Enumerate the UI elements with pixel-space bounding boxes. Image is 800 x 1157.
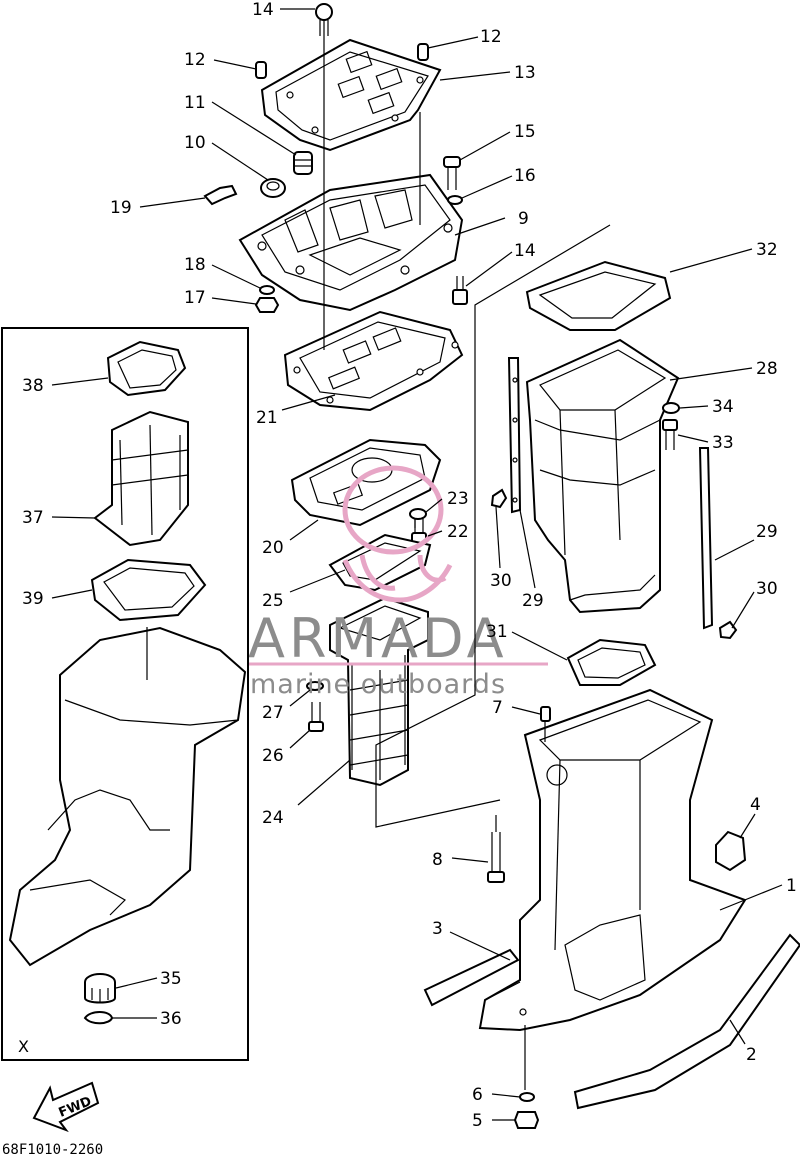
callout-19: 19 [110,198,132,218]
callout-27: 27 [262,703,284,723]
callout-8: 8 [432,850,443,870]
lower-casing-inset [8,626,247,967]
plate-2 [573,933,800,1110]
callout-labels: 14 12 12 13 11 15 10 16 19 9 14 32 18 17… [22,0,797,1131]
washer-16 [447,195,463,205]
callout-12-left: 12 [184,50,206,70]
callout-34: 34 [712,397,734,417]
callout-21: 21 [256,408,278,428]
assembly-center-lines [146,36,611,1090]
callout-35: 35 [160,969,182,989]
callout-2: 2 [746,1045,757,1065]
callout-36: 36 [160,1009,182,1029]
washer-27 [306,681,324,691]
callout-26: 26 [262,746,284,766]
gasket-21 [283,310,464,412]
watermark-brand: ARMADA [248,607,508,670]
grommet-10 [260,178,286,198]
rubber-seal-29-left [507,357,522,514]
upper-casing-28 [525,338,680,614]
watermark-tagline: marine outboards [250,669,506,700]
hose-nipple-11 [293,151,313,175]
clip-36 [83,1011,114,1025]
bolt-15 [443,156,461,190]
callout-33: 33 [712,433,734,453]
seal-38 [106,340,187,397]
callout-30-left: 30 [490,571,512,591]
exhaust-pipe-37 [93,410,189,547]
callout-15: 15 [514,122,536,142]
callout-12-right: 12 [480,27,502,47]
callout-14-mid: 14 [514,241,536,261]
callout-30-right: 30 [756,579,778,599]
callout-13: 13 [514,63,536,83]
upper-mount-bracket-9 [238,173,464,312]
bolt-26 [308,702,324,732]
callout-31: 31 [486,622,508,642]
elbow-fitting-19 [203,184,238,206]
callout-7: 7 [492,698,503,718]
nut-30-right [718,620,738,640]
bolt-8 [487,832,505,883]
callout-6: 6 [472,1085,483,1105]
callout-16: 16 [514,166,536,186]
washer-23 [409,508,427,520]
leader-lines [51,8,783,1121]
fwd-arrow: FWD [32,1081,100,1133]
seal-39 [90,558,207,622]
watermark: ARMADA marine outboards [248,465,548,700]
rubber-seal-29-right [698,447,714,630]
callout-29-right: 29 [756,522,778,542]
callout-11: 11 [184,93,206,113]
callout-14-top: 14 [252,0,274,20]
dowel-12-right [417,43,429,61]
bolt-14-top [315,3,333,36]
dowel-7 [540,706,551,722]
watermark-octopus-logo [342,465,453,603]
nut-30-left [490,488,508,509]
lower-casing-1 [478,688,747,1032]
muffler-24 [329,596,429,787]
washer-18 [259,285,275,295]
callout-18: 18 [184,255,206,275]
gasket-32 [525,260,672,331]
diagram-code: 68F1010-2260 [2,1142,103,1157]
callout-37: 37 [22,508,44,528]
callout-28: 28 [756,359,778,379]
grommet-4 [715,830,747,872]
seal-31 [566,638,657,686]
callout-25: 25 [262,591,284,611]
callout-20: 20 [262,538,284,558]
callout-32: 32 [756,240,778,260]
callout-24: 24 [262,808,284,828]
washer-6 [519,1092,535,1102]
callout-17: 17 [184,288,206,308]
callout-39: 39 [22,589,44,609]
inset-box: X [1,327,249,1061]
gasket-13 [260,38,442,152]
callout-38: 38 [22,376,44,396]
callout-1: 1 [786,876,797,896]
bolt-14-mid [452,276,468,305]
dowel-12-left [255,61,267,79]
inset-box-label: X [18,1037,29,1056]
callout-22: 22 [447,522,469,542]
callout-9: 9 [518,209,529,229]
callout-10: 10 [184,133,206,153]
callout-3: 3 [432,919,443,939]
washer-34 [662,402,680,414]
callout-5: 5 [472,1111,483,1131]
nut-5 [513,1111,540,1129]
water-strainer-35 [84,973,116,1004]
callout-23: 23 [447,489,469,509]
callout-4: 4 [750,795,761,815]
callout-29-left: 29 [522,591,544,611]
nut-17 [254,297,280,313]
strip-3 [423,948,520,1007]
bolt-33 [662,419,678,450]
